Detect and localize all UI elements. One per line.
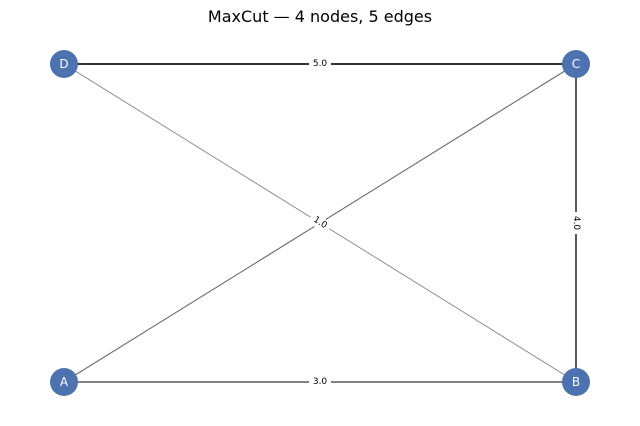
graph-title: MaxCut — 4 nodes, 5 edges bbox=[207, 7, 433, 26]
edge-label-background bbox=[570, 212, 582, 234]
node-label: D bbox=[59, 57, 68, 71]
node-circle bbox=[562, 50, 590, 78]
node-circle bbox=[50, 368, 78, 396]
edge-label-background bbox=[307, 212, 333, 234]
edge-weight-label: 5.0 bbox=[313, 59, 328, 69]
edge-label-c-b: 4.0 bbox=[570, 212, 582, 234]
node-d: D bbox=[50, 50, 78, 78]
node-circle bbox=[562, 368, 590, 396]
node-a: A bbox=[50, 368, 78, 396]
node-b: B bbox=[562, 368, 590, 396]
node-label: A bbox=[60, 375, 69, 389]
edge-weight-label: 4.0 bbox=[571, 216, 581, 231]
nodes-layer: A B C D bbox=[50, 50, 590, 396]
node-c: C bbox=[562, 50, 590, 78]
node-circle bbox=[50, 50, 78, 78]
edge-label-background bbox=[309, 58, 331, 70]
edge-labels-layer: 5.0 3.0 4.0 1.0 bbox=[307, 58, 582, 388]
edge-label-background bbox=[309, 376, 331, 388]
node-label: C bbox=[572, 57, 580, 71]
node-label: B bbox=[572, 375, 580, 389]
edge-weight-label: 3.0 bbox=[313, 377, 328, 387]
edge-label-d-c: 5.0 bbox=[309, 58, 331, 70]
edge-label-a-b: 3.0 bbox=[309, 376, 331, 388]
edge-label-d-b: 1.0 bbox=[307, 212, 333, 234]
